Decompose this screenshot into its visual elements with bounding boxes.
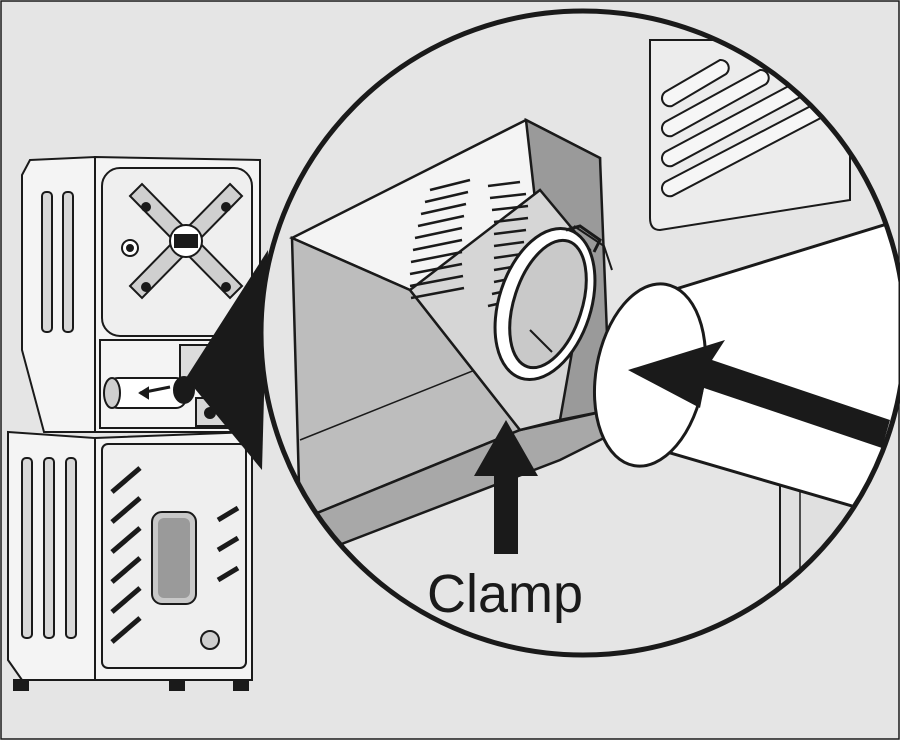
stacked-washer-dryer-icon [7, 155, 261, 691]
clamp-label: Clamp [427, 564, 583, 624]
washer-ribs [110, 466, 240, 644]
dryer-rear-bracket [128, 182, 244, 300]
insert-arrow-icon [628, 340, 890, 448]
duct-clamp-icon [493, 224, 613, 382]
pointer-arrow-icon [474, 420, 538, 554]
dryer-duct-small [103, 376, 195, 409]
washer-unit [7, 430, 253, 681]
magnifier-pointer [186, 250, 268, 470]
